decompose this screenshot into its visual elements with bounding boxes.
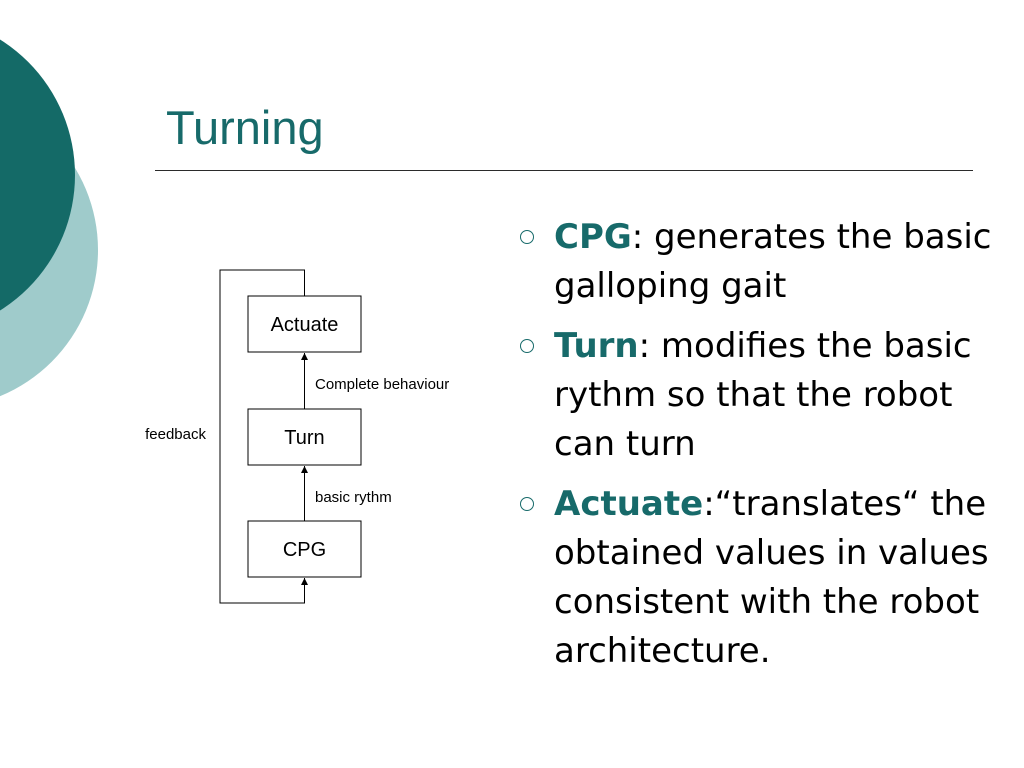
hollow-circle-bullet-icon [520,497,534,511]
hollow-circle-bullet-icon [520,339,534,353]
bullet-text: : modifies the basic rythm so that the r… [554,326,972,464]
bullet-cpg: CPG: generates the basic galloping gait [518,213,1008,311]
edge-label-complete-behaviour: Complete behaviour [315,376,449,393]
hollow-circle-bullet-icon [520,230,534,244]
bullet-list: CPG: generates the basic galloping gait … [518,213,1008,687]
bullet-turn: Turn: modifies the basic rythm so that t… [518,322,1008,469]
node-turn: Turn [247,408,362,466]
edge-label-feedback: feedback [145,426,206,443]
bullet-term: Turn [554,326,639,366]
bullet-actuate: Actuate:“translates“ the obtained values… [518,480,1008,676]
bullet-term: CPG [554,217,632,257]
node-actuate: Actuate [247,295,362,353]
turn-box [247,408,362,466]
actuate-label: Actuate [271,314,339,336]
bullet-text: :“translates“ the obtained values in val… [554,484,989,671]
actuate-box [247,295,362,353]
edge-label-basic-rythm: basic rythm [315,489,392,506]
turn-label: Turn [284,427,324,449]
slide-title: Turning [166,101,324,154]
title-underline [155,170,973,171]
cpg-box [247,520,362,578]
node-cpg: CPG [247,520,362,578]
feedback-loop-line [219,269,308,604]
dark-teal-circle [0,39,75,311]
bullet-text: : generates the basic galloping gait [554,217,992,306]
bullet-term: Actuate [554,484,704,524]
cpg-label: CPG [283,539,326,561]
